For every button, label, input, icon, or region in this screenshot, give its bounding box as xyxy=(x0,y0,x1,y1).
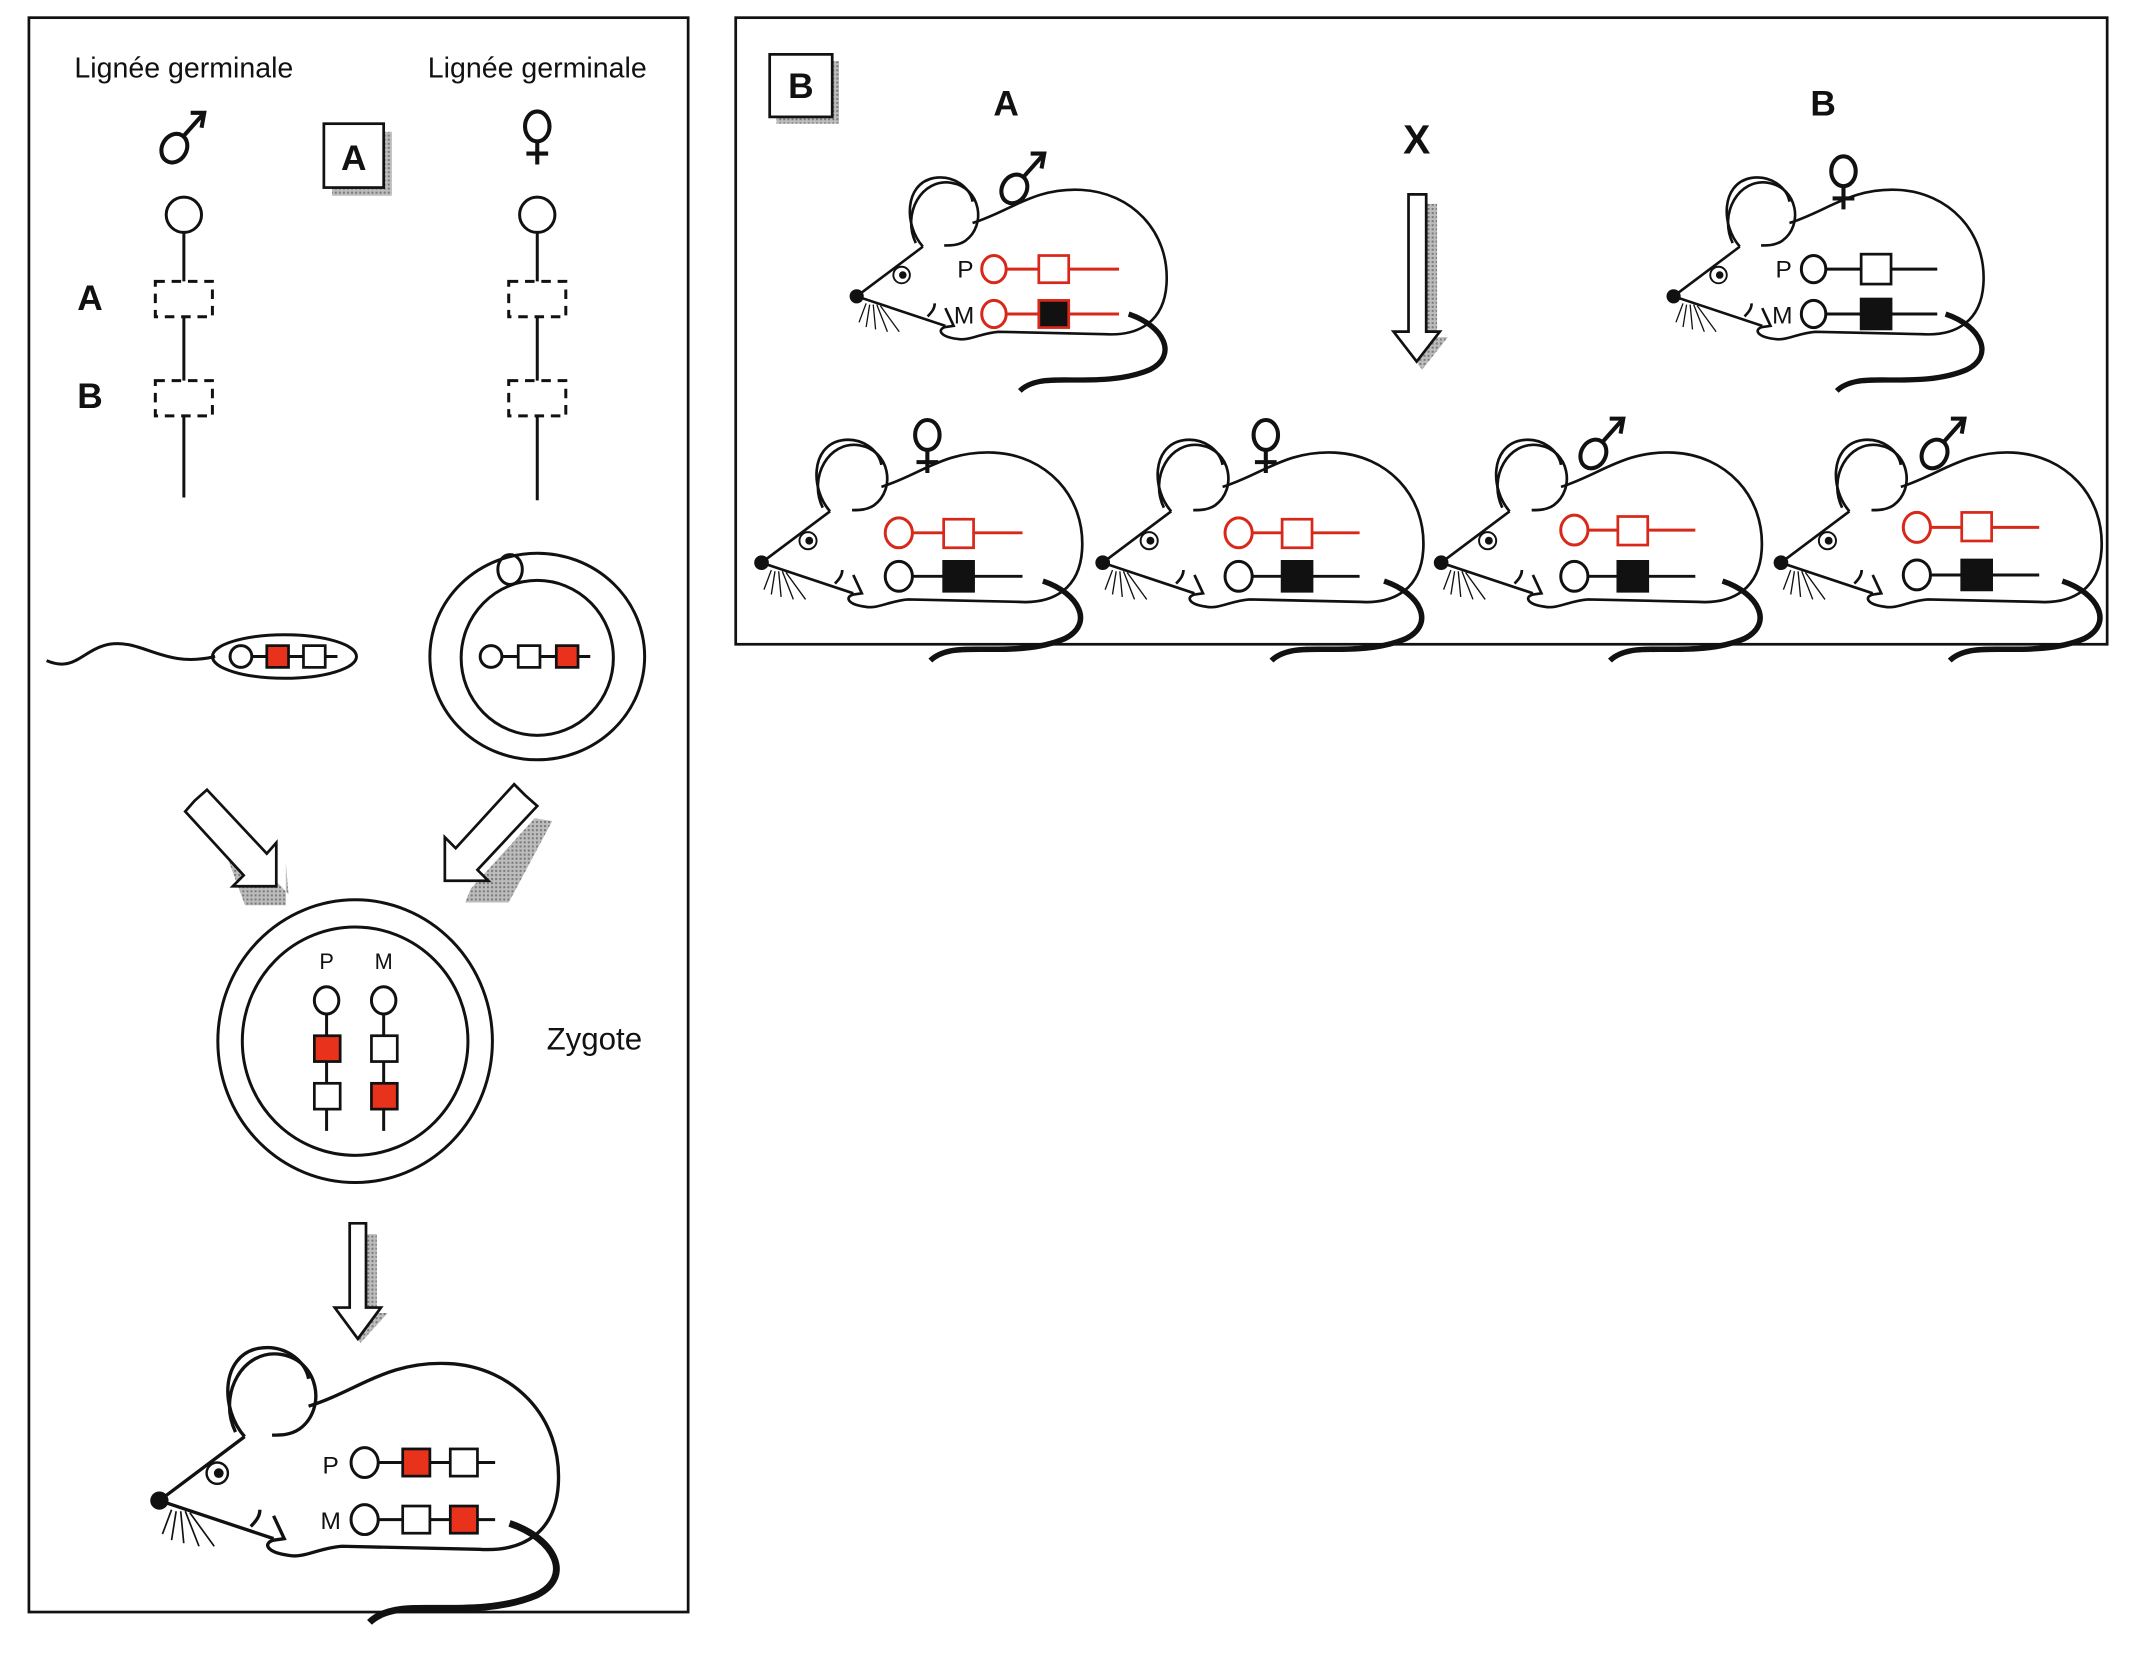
svg-text:P: P xyxy=(323,1452,339,1479)
zygote: P M xyxy=(216,898,494,1185)
female-germline-label: Lignée germinale xyxy=(428,52,647,84)
svg-text:P: P xyxy=(1776,256,1792,283)
panel-a-border xyxy=(27,16,690,1614)
locus-a-label: A xyxy=(77,279,103,318)
cross-label: X xyxy=(1403,117,1430,163)
male-germline-label: Lignée germinale xyxy=(74,52,293,84)
panel-b-badge: B xyxy=(768,53,840,124)
arrow-sperm-to-zygote-icon xyxy=(183,787,289,906)
svg-text:M: M xyxy=(1772,302,1792,329)
parent-a-label: A xyxy=(993,85,1019,124)
zygote-paternal-label: P xyxy=(319,949,334,974)
panel-b: B A B X P M P M xyxy=(734,16,2109,661)
parent-b-genotype: P M xyxy=(1772,252,1938,331)
male-germline-chromosome xyxy=(153,195,214,498)
svg-text:M: M xyxy=(320,1508,340,1535)
imprinted-gene-icon xyxy=(265,644,290,669)
parent-b-label: B xyxy=(1810,85,1836,124)
arrow-egg-to-zygote-icon xyxy=(443,782,553,903)
sperm-cell xyxy=(45,633,358,680)
arrow-zygote-to-mouse-icon xyxy=(332,1221,388,1343)
female-germline-chromosome xyxy=(507,195,568,501)
zygote-label: Zygote xyxy=(547,1021,643,1056)
offspring-genotype-a: P M xyxy=(320,1446,496,1537)
parent-a-genotype: P M xyxy=(954,254,1120,329)
offspring-3 xyxy=(1434,419,1762,661)
svg-text:M: M xyxy=(954,302,974,329)
offspring-2 xyxy=(1095,420,1423,661)
svg-text:P: P xyxy=(957,256,973,283)
offspring-4 xyxy=(1774,419,2102,661)
svg-text:A: A xyxy=(341,139,367,178)
locus-b-label: B xyxy=(77,377,103,416)
zygote-maternal-label: M xyxy=(375,949,393,974)
svg-text:B: B xyxy=(788,67,814,106)
panel-a: Lignée germinale Lignée germinale A A B xyxy=(27,16,690,1623)
offspring-1 xyxy=(754,420,1082,661)
panel-a-badge: A xyxy=(322,122,392,196)
cross-arrow-icon xyxy=(1390,193,1448,370)
egg-cell xyxy=(428,551,647,762)
